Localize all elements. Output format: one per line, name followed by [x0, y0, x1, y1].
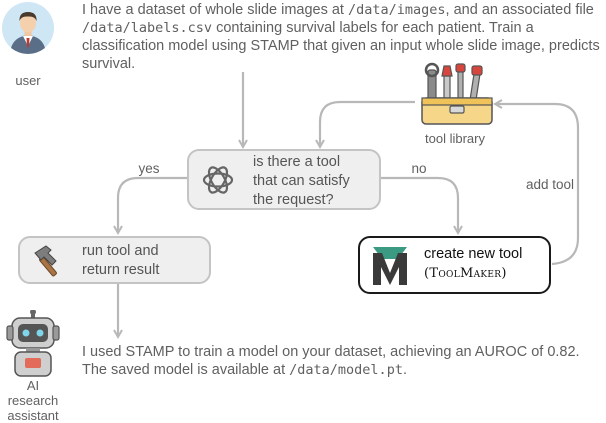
assistant-label-line-1: AI research	[7, 378, 59, 408]
edge-label-add-tool: add tool	[525, 177, 575, 192]
create-tool-line-2: (ToolMaker)	[424, 266, 507, 281]
toolmaker-logo-icon	[373, 247, 407, 285]
toolmaker-name: ToolMaker	[429, 266, 502, 281]
request-path-images: /data/images	[348, 2, 446, 18]
request-part-1: I have a dataset of whole slide images a…	[82, 2, 348, 18]
run-tool-line-2: return result	[82, 262, 160, 278]
arrow-library-to-decision	[320, 100, 415, 146]
decision-box: is there a tool that can satisfy the req…	[187, 149, 381, 210]
response-part-1: I used STAMP to train a model on your da…	[82, 344, 580, 378]
tool-library-label: tool library	[425, 131, 485, 146]
edge-label-no: no	[411, 161, 427, 176]
arrow-yes	[118, 176, 187, 232]
hammer-icon	[34, 245, 57, 277]
response-path-model: /data/model.pt	[289, 362, 403, 378]
connector-arrows	[0, 72, 580, 408]
edge-label-yes: yes	[138, 161, 160, 176]
assistant-response-text: I used STAMP to train a model on your da…	[82, 343, 602, 379]
openai-logo-icon	[202, 166, 234, 194]
decision-line-1: is there a tool	[253, 154, 341, 170]
request-path-labels: /data/labels.csv	[82, 20, 213, 36]
assistant-label-line-2: assistant	[7, 408, 59, 423]
toolbox-icon	[421, 62, 493, 125]
run-tool-line-1: run tool and	[82, 243, 159, 259]
create-tool-text: create new tool (ToolMaker)	[424, 245, 550, 283]
decision-line-2: that can satisfy	[253, 173, 350, 189]
decision-text: is there a tool that can satisfy the req…	[253, 153, 379, 210]
decision-line-3: the request?	[253, 192, 334, 208]
user-avatar	[2, 2, 54, 54]
robot-icon	[6, 309, 60, 377]
create-tool-box: create new tool (ToolMaker)	[358, 236, 551, 294]
run-tool-text: run tool and return result	[82, 242, 208, 280]
assistant-avatar	[6, 309, 60, 378]
user-request-text: I have a dataset of whole slide images a…	[82, 1, 602, 73]
arrow-no	[381, 176, 458, 232]
user-icon	[2, 2, 54, 54]
request-part-3: containing survival labels for each pati…	[82, 20, 600, 72]
create-tool-line-1: create new tool	[424, 246, 523, 262]
run-tool-box: run tool and return result	[18, 236, 211, 284]
tool-library	[414, 62, 500, 130]
assistant-label: AI research assistant	[0, 378, 66, 423]
response-part-2: .	[402, 362, 407, 378]
user-label: user	[15, 73, 41, 88]
request-part-2: , and an associated file	[445, 2, 594, 18]
arrow-add-tool	[496, 104, 580, 266]
